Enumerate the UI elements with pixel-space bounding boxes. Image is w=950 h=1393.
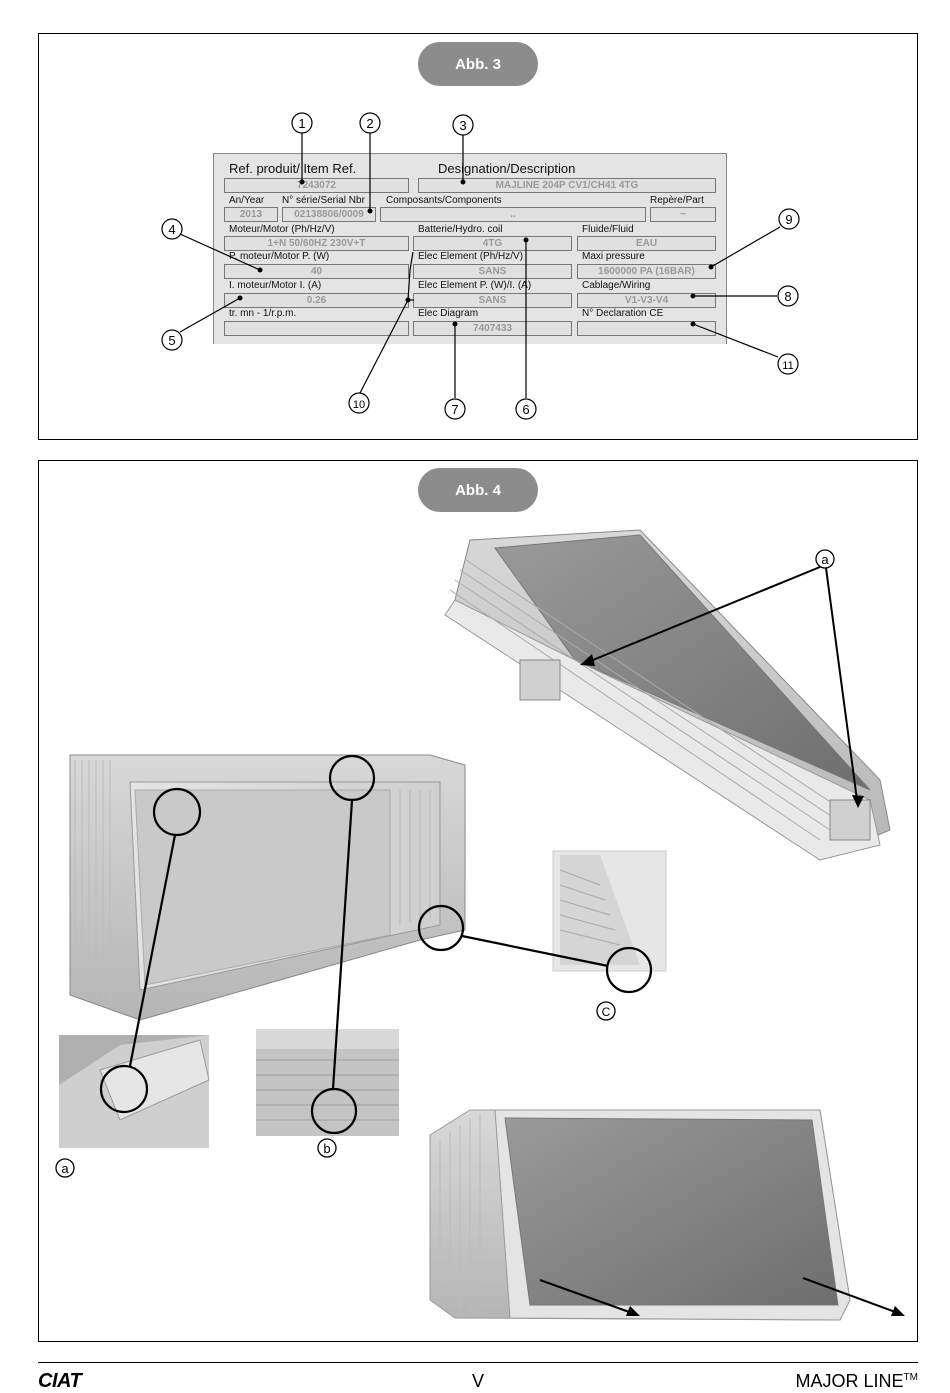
unit-bottom-right — [429, 1109, 851, 1321]
callout-1: 1 — [298, 116, 305, 131]
ce-value — [577, 321, 716, 336]
trademark-mark: TM — [903, 1372, 918, 1383]
ce-label: N° Declaration CE — [582, 308, 664, 319]
label-a-top: a — [821, 552, 829, 567]
serial-value: 02138806/0009 — [282, 207, 376, 222]
designation-value: MAJLINE 204P CV1/CH41 4TG — [418, 178, 716, 193]
page-footer: CIAT V MAJOR LINETM — [38, 1362, 918, 1392]
figure-4-title: Abb. 4 — [418, 468, 538, 512]
inset-b-image — [256, 1029, 399, 1136]
ref-value: 7243072 — [224, 178, 409, 193]
rating-plate: Ref. produit/ Item Ref. Designation/Desc… — [213, 153, 727, 344]
callout-7: 7 — [451, 402, 458, 417]
part-value: ~ — [650, 207, 716, 222]
callout-10: 10 — [353, 399, 365, 411]
motor-current-value: 0.26 — [224, 293, 409, 308]
rpm-label: tr. mn - 1/r.p.m. — [229, 308, 297, 319]
motor-value: 1+N 50/60HZ 230V+T — [224, 236, 409, 251]
wiring-label: Cablage/Wiring — [582, 280, 651, 291]
elec-power-label: Elec Element P. (W)/I. (A) — [418, 280, 532, 291]
ref-label: Ref. produit/ Item Ref. — [229, 161, 357, 176]
callout-5: 5 — [168, 333, 175, 348]
fluid-value: EAU — [577, 236, 716, 251]
callout-11: 11 — [782, 360, 793, 372]
year-label: An/Year — [229, 195, 265, 206]
callout-3: 3 — [459, 118, 466, 133]
callout-8: 8 — [784, 289, 791, 304]
label-b: b — [323, 1141, 330, 1156]
label-c: C — [602, 1005, 611, 1019]
motor-power-label: P. moteur/Motor P. (W) — [229, 251, 330, 262]
elec-power-value: SANS — [413, 293, 572, 308]
callout-9: 9 — [785, 212, 792, 227]
brand-logo: CIAT — [38, 1370, 82, 1392]
callout-6: 6 — [522, 402, 529, 417]
components-label: Composants/Components — [386, 195, 502, 206]
elec-diagram-label: Elec Diagram — [418, 308, 479, 319]
coil-value: 4TG — [413, 236, 572, 251]
callout-2: 2 — [366, 116, 373, 131]
figure-3-title: Abb. 3 — [418, 42, 538, 86]
model-name: MAJOR LINETM — [796, 1371, 918, 1392]
motor-current-label: I. moteur/Motor I. (A) — [229, 280, 322, 291]
components-value: .. — [380, 207, 646, 222]
coil-label: Batterie/Hydro. coil — [418, 224, 503, 235]
elec-element-label: Elec Element (Ph/Hz/V) — [418, 251, 524, 262]
designation-label: Designation/Description — [438, 161, 576, 176]
label-a-bottom: a — [61, 1161, 69, 1176]
serial-label: N° série/Serial Nbr — [282, 195, 365, 206]
inset-c-image — [552, 850, 667, 972]
unit-left-open — [69, 754, 466, 1021]
year-value: 2013 — [224, 207, 278, 222]
wiring-value: V1-V3-V4 — [577, 293, 716, 308]
elec-element-value: SANS — [413, 264, 572, 279]
model-name-text: MAJOR LINE — [795, 1371, 904, 1391]
callout-4: 4 — [168, 222, 175, 237]
page-number: V — [471, 1371, 484, 1391]
fluid-label: Fluide/Fluid — [582, 224, 634, 235]
unit-top-right — [444, 529, 891, 861]
part-label: Repère/Part — [650, 195, 704, 206]
motor-label: Moteur/Motor (Ph/Hz/V) — [229, 224, 335, 235]
motor-power-value: 40 — [224, 264, 409, 279]
figure-3-callouts: 1 2 3 4 5 6 7 8 9 10 11 — [161, 112, 800, 420]
max-pressure-value: 1600000 PA (16BAR) — [577, 264, 716, 279]
max-pressure-label: Maxi pressure — [582, 251, 645, 262]
rpm-value — [224, 321, 409, 336]
inset-a-image — [59, 1035, 210, 1148]
